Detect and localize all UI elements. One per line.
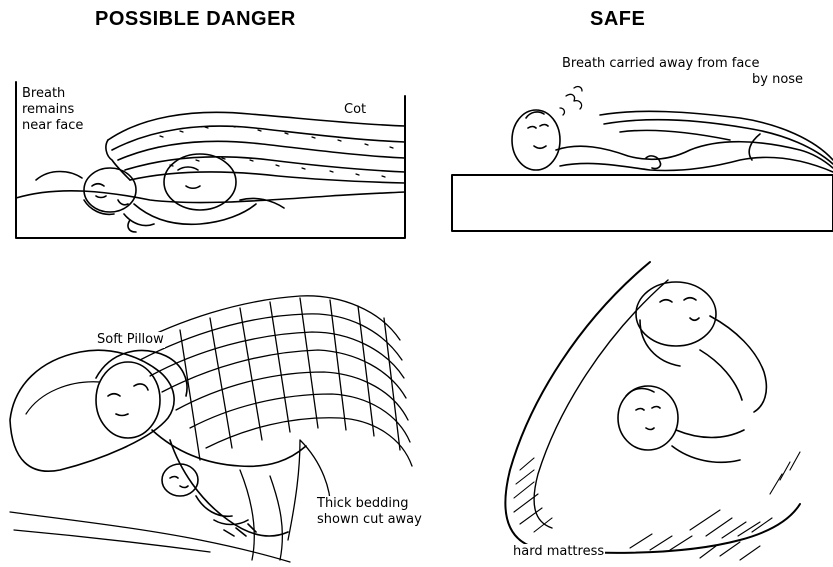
danger-cot-breath-label: Breath remains near face [22,86,83,134]
hard-mattress-label: hard mattress [512,544,605,560]
soft-pillow-label: Soft Pillow [96,332,165,348]
danger-cot-cot-label: Cot [344,102,366,118]
safe-bed-baby [618,386,744,462]
danger-cot-baby [36,154,284,232]
safe-cot-drawing [452,87,833,231]
thick-bedding-label: Thick bedding shown cut away [316,496,423,528]
safe-cot-breath-label: Breath carried away from face by nose [562,56,803,88]
safe-bed-adult [636,282,766,412]
cot-mattress [16,191,405,203]
soft-pillow [10,350,174,471]
thick-bedding-layers [106,112,405,183]
safe-bed-drawing [505,262,800,560]
safe-cot-baby [512,87,833,172]
danger-bed-adult [96,351,306,536]
safe-cot-mattress [452,175,833,231]
